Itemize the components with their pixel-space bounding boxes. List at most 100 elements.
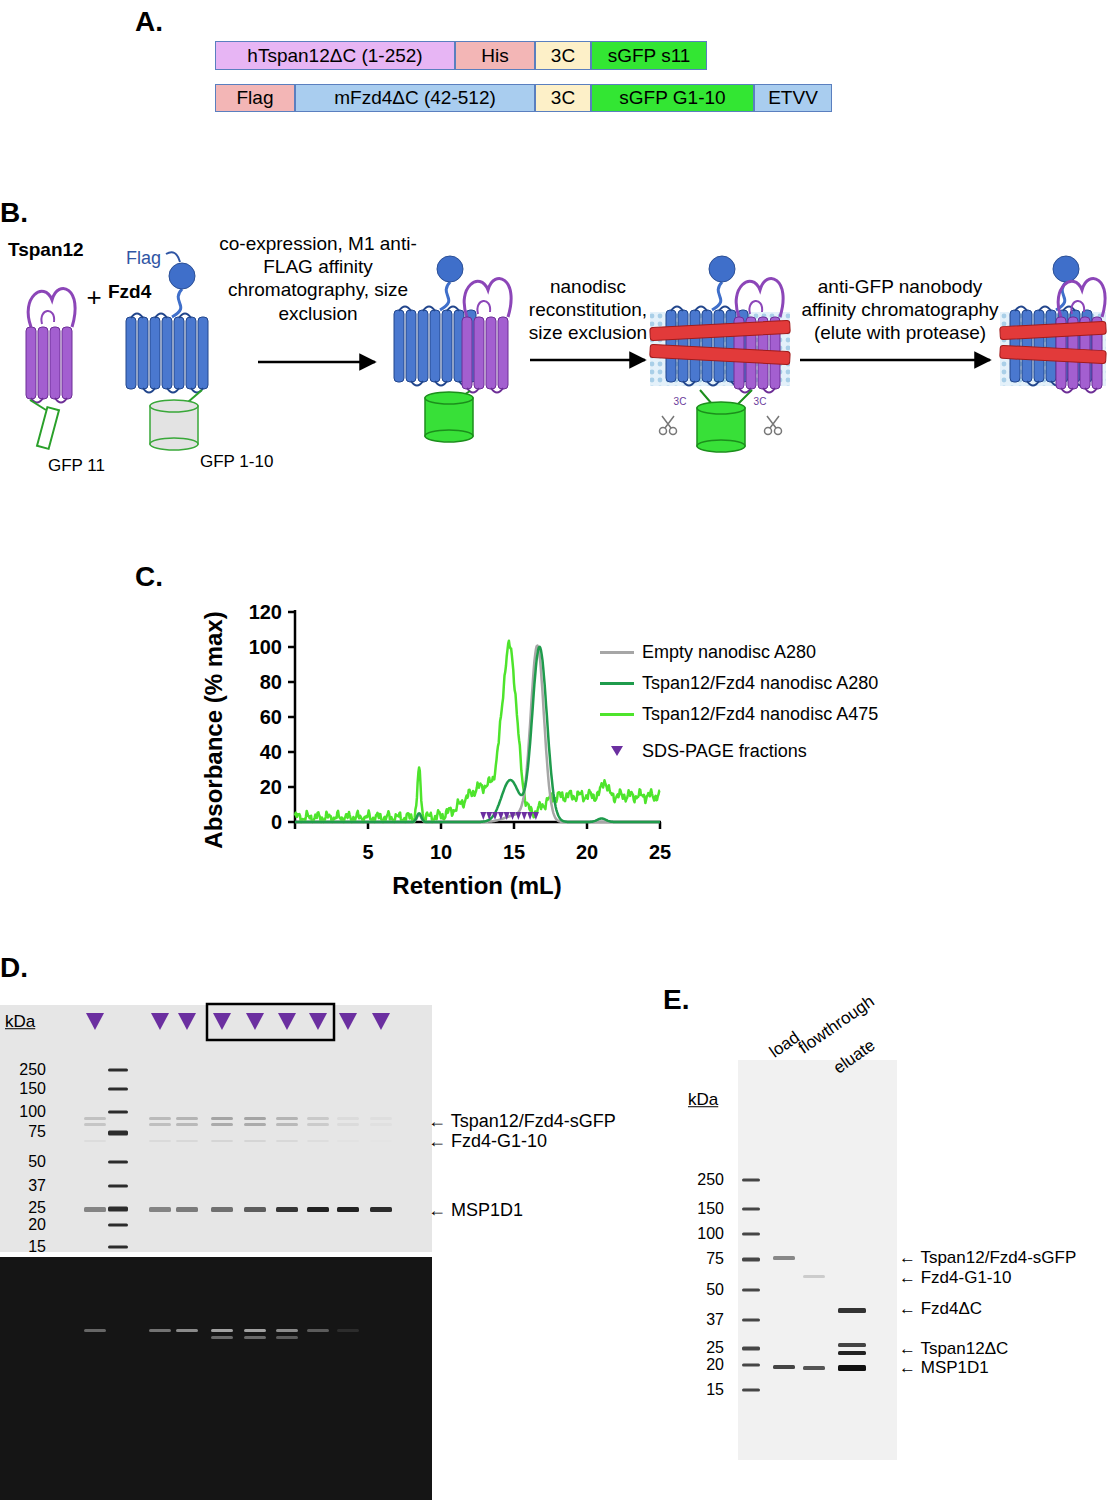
unit-label: kDa bbox=[5, 1012, 35, 1032]
marker-size: 15 bbox=[28, 1239, 46, 1256]
fraction-marker bbox=[278, 1013, 296, 1030]
step-text: anti-GFP nanobody affinity chromatograph… bbox=[793, 275, 1008, 345]
gel-band bbox=[108, 1207, 128, 1212]
legend-text: Tspan12/Fzd4 nanodisc A475 bbox=[642, 704, 878, 725]
protein-cartoon bbox=[30, 400, 46, 410]
gel-image bbox=[738, 1060, 897, 1460]
protease-site: 3C bbox=[674, 396, 687, 408]
segment-label: ETVV bbox=[768, 87, 818, 109]
gel-band bbox=[276, 1123, 298, 1126]
gel-band bbox=[84, 1117, 106, 1120]
gel-band bbox=[244, 1329, 266, 1332]
panel-letter: D. bbox=[0, 952, 28, 984]
gel-band bbox=[84, 1140, 106, 1142]
fraction-marker bbox=[510, 812, 516, 820]
gel-band bbox=[84, 1013, 392, 1339]
gel-band bbox=[211, 1336, 233, 1339]
marker-size: 100 bbox=[19, 1104, 46, 1121]
gel-band bbox=[276, 1207, 298, 1212]
protein-cartoon bbox=[650, 344, 790, 364]
gel-band bbox=[803, 1275, 825, 1278]
gel-band bbox=[838, 1308, 866, 1313]
lane-label: eluate bbox=[830, 1035, 879, 1078]
fraction-marker bbox=[504, 812, 510, 820]
panel-letter: E. bbox=[663, 984, 689, 1016]
construct-segment: 3C bbox=[535, 41, 591, 70]
panel-letter: B. bbox=[0, 197, 28, 229]
construct-segment: sGFP s11 bbox=[591, 41, 707, 70]
protease-site: 3C bbox=[754, 396, 767, 408]
gel-band bbox=[337, 1329, 359, 1332]
gel-band bbox=[370, 1207, 392, 1212]
marker-size: 15 bbox=[706, 1382, 724, 1399]
legend-symbol bbox=[610, 745, 624, 757]
protein-name: Tspan12 bbox=[8, 239, 84, 261]
gel-band bbox=[244, 1336, 266, 1339]
gel-band bbox=[742, 1364, 760, 1367]
process-arrow bbox=[258, 361, 375, 364]
gel-band bbox=[307, 1140, 329, 1142]
gel-band bbox=[108, 1224, 128, 1227]
gel-band bbox=[211, 1329, 233, 1332]
tick-label: 100 bbox=[249, 636, 282, 659]
marker-size: 100 bbox=[697, 1226, 724, 1243]
segment-label: hTspan12ΔC (1-252) bbox=[247, 45, 422, 67]
construct-segment: hTspan12ΔC (1-252) bbox=[215, 41, 455, 70]
gel-band bbox=[176, 1140, 198, 1142]
fraction-marker bbox=[339, 1013, 357, 1030]
gel-band bbox=[176, 1123, 198, 1126]
protein-cartoon bbox=[1000, 345, 1107, 364]
legend-swatch bbox=[600, 651, 634, 654]
band-label: ← Tspan12/Fzd4-sGFP bbox=[428, 1111, 616, 1132]
band-label: ← Tspan12/Fzd4-sGFP bbox=[899, 1249, 1076, 1266]
marker-size: 37 bbox=[28, 1178, 46, 1195]
gel-band bbox=[211, 1123, 233, 1126]
gel-band bbox=[742, 1347, 760, 1351]
gel-band bbox=[307, 1207, 329, 1212]
fraction-marker bbox=[498, 812, 504, 820]
band-label: ← Fzd4ΔC bbox=[899, 1300, 982, 1317]
gel-band bbox=[307, 1117, 329, 1120]
legend-swatch bbox=[600, 713, 634, 716]
gel-band bbox=[773, 1365, 795, 1369]
construct-segment: 3C bbox=[535, 84, 591, 112]
marker-size: 20 bbox=[706, 1357, 724, 1374]
marker-size: 25 bbox=[28, 1200, 46, 1217]
fraction-marker bbox=[527, 812, 533, 820]
protein-cartoon bbox=[26, 252, 1106, 452]
gel-band bbox=[276, 1117, 298, 1120]
protein-cartoon bbox=[765, 416, 782, 435]
step-text: nanodisc reconstitution, size exclusion bbox=[513, 275, 663, 345]
fraction-marker bbox=[213, 1013, 231, 1030]
gel-band bbox=[337, 1140, 359, 1142]
gel-band bbox=[211, 1207, 233, 1212]
legend-text: Empty nanodisc A280 bbox=[642, 642, 816, 663]
legend-symbol bbox=[611, 746, 623, 756]
fraction-marker bbox=[151, 1013, 169, 1030]
marker-size: 75 bbox=[28, 1124, 46, 1141]
gel-band bbox=[307, 1123, 329, 1126]
process-arrow bbox=[800, 359, 990, 362]
construct-segment: His bbox=[455, 41, 535, 70]
selection-box bbox=[207, 1004, 334, 1040]
fragment-label: GFP 11 bbox=[48, 456, 105, 476]
chromatogram-trace bbox=[295, 641, 660, 822]
gel-band bbox=[742, 1389, 760, 1392]
panel-letter: C. bbox=[135, 561, 163, 593]
protein-name: Fzd4 bbox=[108, 281, 151, 303]
protein-cartoon bbox=[26, 289, 75, 403]
band-label: ← Fzd4-G1-10 bbox=[428, 1131, 547, 1152]
gel-band bbox=[149, 1117, 171, 1120]
gel-image bbox=[0, 1005, 432, 1252]
gel-band bbox=[337, 1123, 359, 1126]
fraction-marker bbox=[246, 1013, 264, 1030]
marker-size: 37 bbox=[706, 1312, 724, 1329]
construct-segment: Flag bbox=[215, 84, 295, 112]
protein-cartoon bbox=[660, 416, 677, 435]
legend-swatch bbox=[600, 682, 634, 685]
gel-band bbox=[773, 1256, 795, 1260]
segment-label: mFzd4ΔC (42-512) bbox=[334, 87, 496, 109]
tick-label: 20 bbox=[260, 776, 282, 799]
tick-label: 15 bbox=[503, 841, 525, 864]
